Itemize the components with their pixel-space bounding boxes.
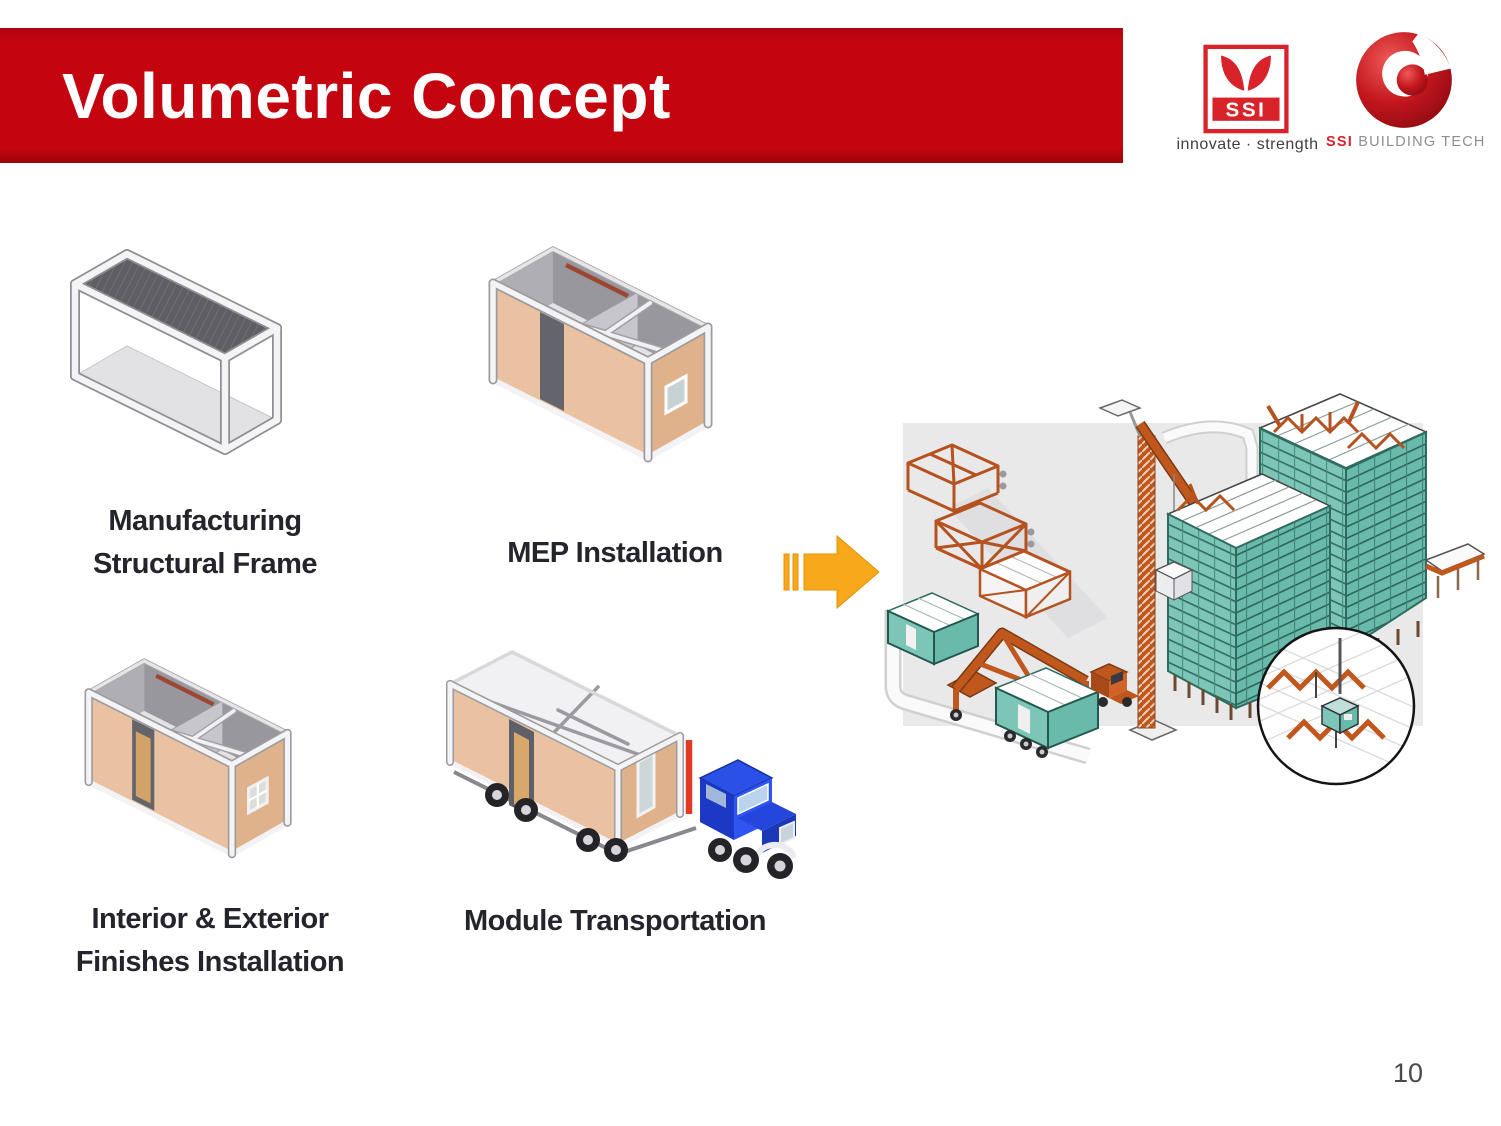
module-on-trailer — [994, 667, 1100, 758]
hoisted-module — [1154, 561, 1194, 601]
window — [664, 373, 688, 416]
tulip-leaf-left — [1221, 55, 1245, 91]
modular-building — [1166, 393, 1486, 720]
trailer-wheels — [485, 783, 628, 862]
clad-module — [978, 549, 1072, 619]
ssi-building-tech-swirl-icon — [1356, 32, 1452, 128]
title-banner: Volumetric Concept — [0, 28, 1123, 163]
label-interior-exterior-finishes: Interior & Exterior Finishes Installatio… — [75, 903, 345, 978]
teal-module — [886, 592, 980, 666]
site-truck-cab — [1089, 663, 1139, 707]
site-road — [884, 420, 1259, 765]
page-number: 10 — [1392, 1058, 1424, 1088]
ssi-tagline: innovate · strength — [1176, 136, 1319, 153]
truck-cab — [685, 740, 797, 879]
page-title: Volumetric Concept — [62, 59, 671, 132]
figure-structural-frame — [70, 249, 282, 455]
label-mep-installation: MEP Installation — [507, 537, 723, 569]
truss-frame-module — [934, 501, 1035, 571]
figure-finishes-module — [84, 658, 292, 859]
ssi-logo-text: SSI — [1226, 99, 1267, 122]
ssi-logo-icon: SSI — [1203, 44, 1289, 134]
label-module-transportation: Module Transportation — [463, 905, 767, 937]
assembly-illustration — [884, 393, 1486, 786]
tulip-leaf-right — [1247, 55, 1271, 91]
building-tech-prefix: SSI — [1326, 134, 1353, 150]
building-tech-label: BUILDING TECH — [1358, 134, 1486, 150]
connection-detail-callout — [1256, 626, 1416, 786]
figure-module-truck — [446, 650, 797, 879]
steel-frame-module — [906, 443, 1007, 513]
building-tech-logo-text: SSI BUILDING TECH — [1326, 134, 1501, 150]
label-manufacturing-structural-frame: Manufacturing Structural Frame — [92, 505, 318, 580]
figure-mep-module — [488, 245, 713, 463]
arrow-right-icon — [783, 534, 880, 610]
